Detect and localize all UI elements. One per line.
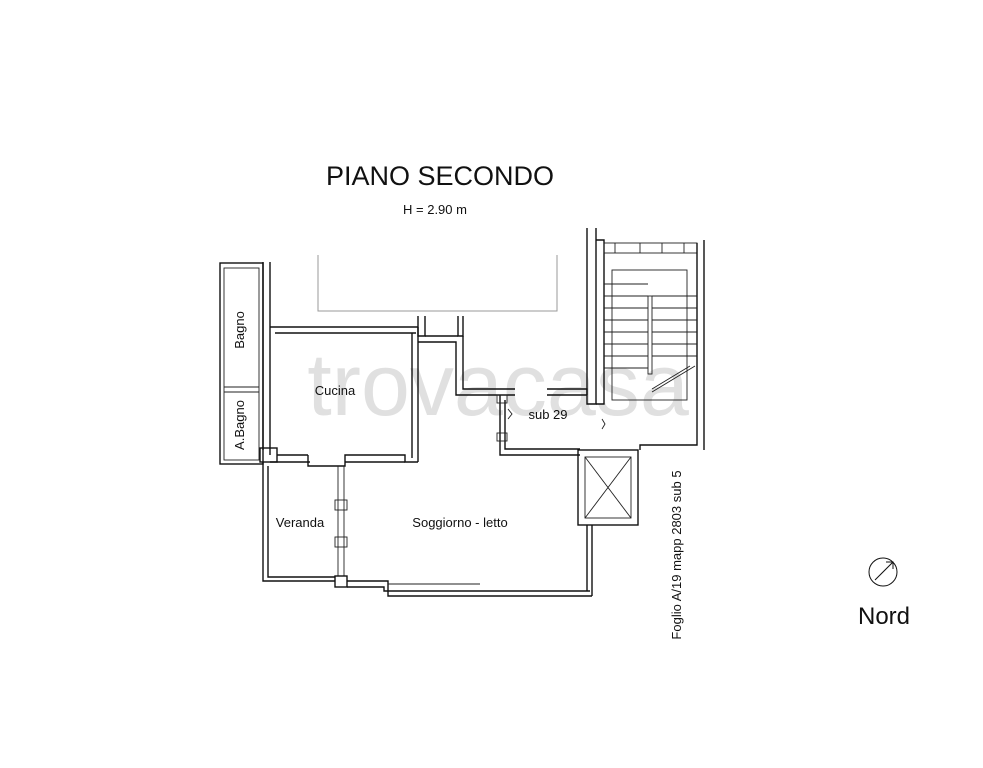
room-label-veranda: Veranda bbox=[276, 515, 325, 530]
stair-steps-right bbox=[652, 295, 697, 357]
plan-title: PIANO SECONDO bbox=[326, 161, 554, 191]
apartment-walls bbox=[259, 262, 606, 597]
room-label-cucina: Cucina bbox=[315, 383, 356, 398]
north-label: Nord bbox=[858, 603, 910, 630]
height-note: H = 2.90 m bbox=[403, 202, 467, 217]
stairwell bbox=[586, 228, 705, 450]
room-label-soggiorno: Soggiorno - letto bbox=[412, 515, 507, 530]
room-label-bagno: Bagno bbox=[232, 311, 247, 349]
stair-steps-left bbox=[604, 283, 648, 369]
north-arrow-icon bbox=[868, 557, 898, 587]
watermark-text: trovacasa bbox=[307, 335, 689, 434]
elevator-shaft bbox=[577, 449, 639, 526]
room-label-anti-bagno: A.Bagno bbox=[232, 400, 247, 450]
cadastral-reference: Foglio A/19 mapp 2803 sub 5 bbox=[669, 470, 684, 639]
neighbour-unit-label: sub 29 bbox=[528, 407, 567, 422]
neighbour-building-outline bbox=[317, 255, 558, 312]
